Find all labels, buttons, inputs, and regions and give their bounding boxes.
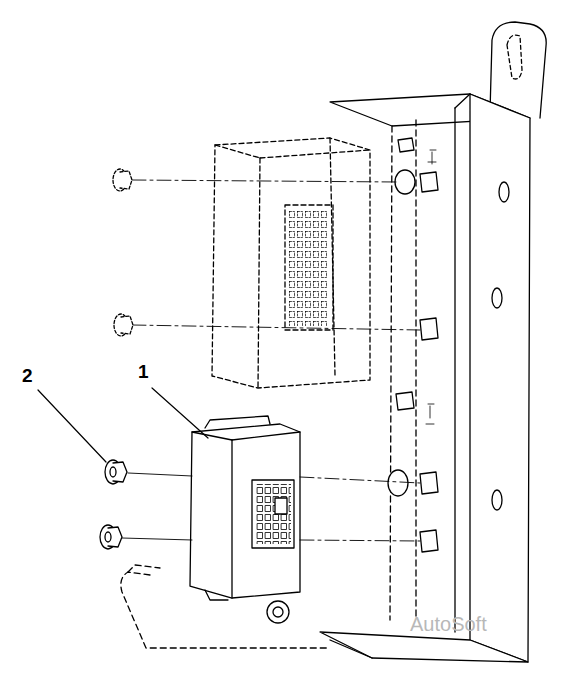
- watermark: AutoSoft: [410, 614, 487, 634]
- control-module: [190, 416, 300, 600]
- mounting-bracket: [121, 22, 546, 662]
- mounting-stud: [388, 138, 438, 552]
- leader-line: [38, 388, 208, 462]
- callout-number: 1: [138, 362, 149, 381]
- callout-number: 2: [22, 366, 33, 385]
- assembly-axis: [132, 180, 420, 541]
- assembly-axis: [122, 473, 192, 540]
- module-alternate-position: [212, 138, 370, 388]
- flange-nut: [100, 169, 133, 549]
- stud-mark: [426, 150, 436, 424]
